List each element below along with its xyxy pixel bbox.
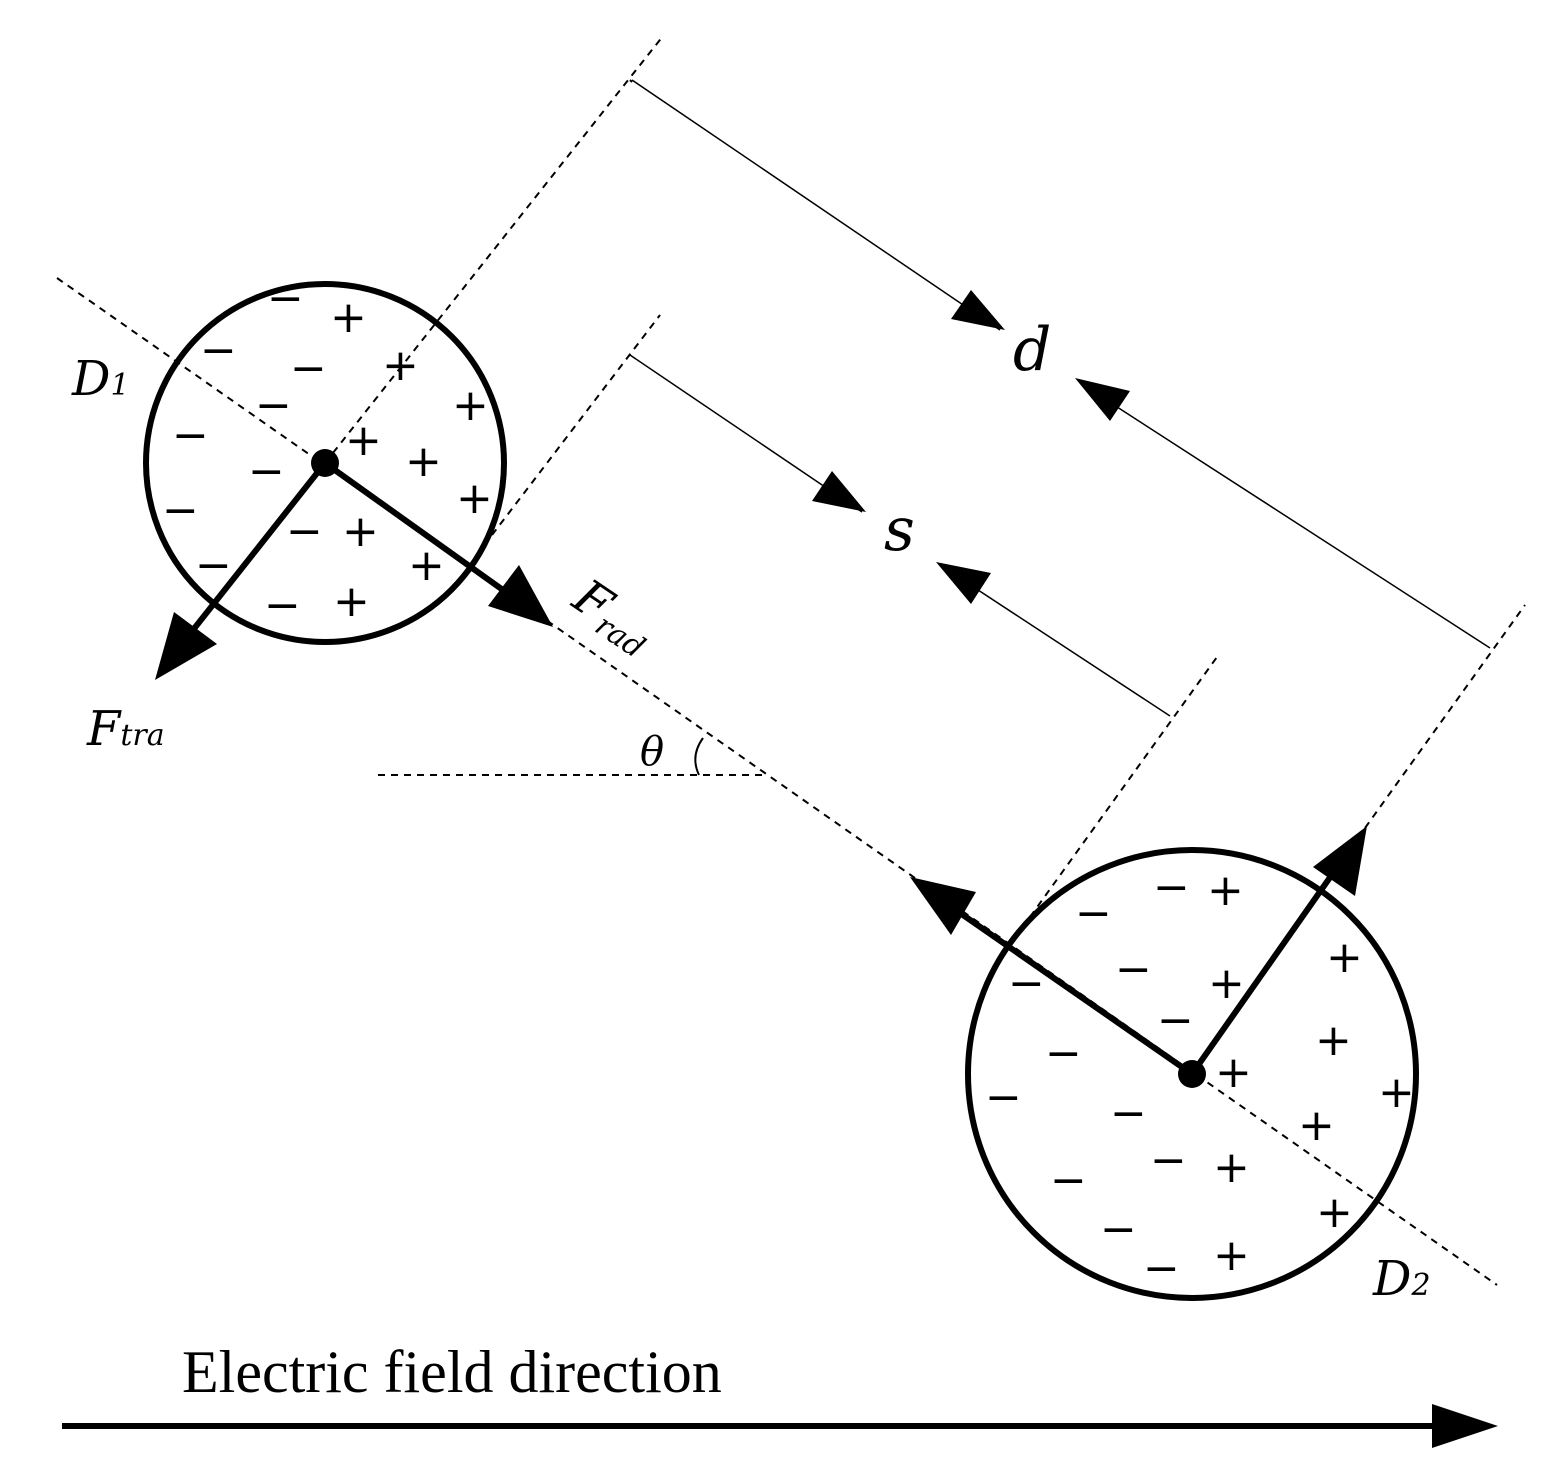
- d-arrowhead-lower: [1075, 378, 1130, 421]
- neg-charge: −: [1110, 1088, 1147, 1139]
- theta-arc: [694, 737, 704, 776]
- dimension-d: [629, 79, 1491, 649]
- charges-d1: − + − − + − + − + + − + − − + − + − +: [162, 273, 493, 631]
- particle-d2: [965, 847, 1419, 1301]
- force-tra-d2-arrowhead: [1313, 826, 1367, 896]
- pos-charge: +: [408, 540, 445, 591]
- neg-charge: −: [248, 446, 285, 497]
- pos-charge: +: [333, 576, 370, 627]
- neg-charge: −: [195, 540, 232, 591]
- d2-perpendicular-d: [1364, 604, 1526, 829]
- center-line: [56, 277, 1498, 1286]
- pos-charge: +: [405, 436, 442, 487]
- label-d1: D1: [71, 351, 130, 407]
- d-arrow-lower: [1079, 382, 1491, 649]
- guide-lines: [56, 35, 1526, 1286]
- label-force-rad: Frad: [560, 568, 665, 666]
- label-s-distance: s: [884, 495, 915, 565]
- neg-charge: −: [1157, 995, 1194, 1046]
- pos-charge: +: [1213, 1230, 1250, 1281]
- neg-charge: −: [1153, 862, 1190, 913]
- neg-charge: −: [267, 273, 304, 324]
- pos-charge: +: [330, 292, 367, 343]
- pos-charge: +: [382, 340, 419, 391]
- d-extension-top: [629, 79, 633, 83]
- neg-charge: −: [1150, 1135, 1187, 1186]
- pos-charge: +: [1326, 932, 1363, 983]
- neg-charge: −: [1115, 944, 1152, 995]
- neg-charge: −: [1008, 958, 1045, 1009]
- d2-tangent-s: [1029, 656, 1218, 918]
- pos-charge: +: [1315, 1015, 1352, 1066]
- label-force-tra: Ftra: [86, 701, 165, 757]
- pos-charge: +: [1213, 1142, 1250, 1193]
- s-arrowhead-upper: [812, 471, 866, 512]
- neg-charge: −: [1050, 1155, 1087, 1206]
- s-arrowhead-lower: [936, 562, 991, 604]
- neg-charge: −: [985, 1072, 1022, 1123]
- neg-charge: −: [286, 506, 323, 557]
- neg-charge: −: [1100, 1204, 1137, 1255]
- force-tra-d2-shaft: [1189, 864, 1341, 1076]
- neg-charge: −: [1075, 888, 1112, 939]
- neg-charge: −: [172, 410, 209, 461]
- pos-charge: +: [1316, 1187, 1353, 1238]
- electric-field-label: Electric field direction: [182, 1339, 722, 1405]
- pos-charge: +: [1207, 865, 1244, 916]
- particle-d1: [143, 281, 507, 645]
- charges-d2: − + − + − + − − + − + + − − + − + − + − …: [985, 862, 1415, 1294]
- neg-charge: −: [264, 580, 301, 631]
- label-theta: θ: [640, 729, 664, 775]
- label-d2: D2: [1372, 1251, 1431, 1307]
- pos-charge: +: [1378, 1067, 1415, 1118]
- neg-charge: −: [1143, 1243, 1180, 1294]
- force-rad-d2-arrowhead: [910, 877, 976, 935]
- neg-charge: −: [255, 380, 292, 431]
- pos-charge: +: [456, 473, 493, 524]
- d-arrowhead-upper: [951, 290, 1005, 330]
- force-rad-d1-shaft: [323, 460, 512, 598]
- force-tra-d1-shaft: [190, 461, 328, 632]
- neg-charge: −: [200, 325, 237, 376]
- neg-charge: −: [162, 485, 199, 536]
- label-d-distance: d: [1013, 315, 1051, 385]
- pos-charge: +: [1208, 958, 1245, 1009]
- pos-charge: +: [1298, 1100, 1335, 1151]
- force-tra-d1-arrowhead: [155, 612, 217, 680]
- force-rad-d1-arrowhead: [488, 565, 553, 627]
- neg-charge: −: [290, 343, 327, 394]
- center-d1: [311, 449, 339, 477]
- d-arrow-upper: [631, 79, 1001, 331]
- neg-charge: −: [1045, 1028, 1082, 1079]
- pos-charge: +: [345, 415, 382, 466]
- electric-field-arrowhead: [1432, 1404, 1498, 1448]
- pos-charge: +: [452, 380, 489, 431]
- center-d2: [1178, 1060, 1206, 1088]
- label-force-rad-group: Frad: [560, 568, 665, 666]
- pos-charge: +: [342, 506, 379, 557]
- d1-tangent-s: [491, 314, 661, 536]
- force-rad-d2-shaft: [948, 903, 1194, 1077]
- pos-charge: +: [1215, 1047, 1252, 1098]
